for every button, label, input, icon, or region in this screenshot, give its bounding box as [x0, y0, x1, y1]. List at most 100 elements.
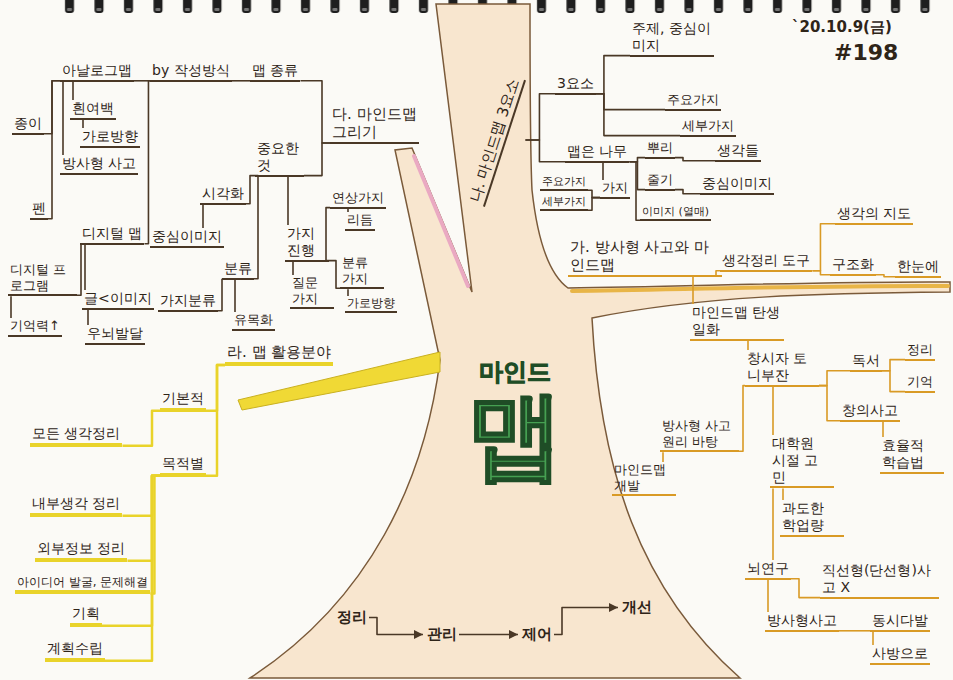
- mindmap-node: 아날로그맵: [60, 62, 134, 82]
- node-text: 펜: [32, 200, 46, 217]
- node-text: 주요가지: [542, 175, 586, 188]
- mindmap-node: 방사형 사고: [60, 155, 138, 175]
- branch-line: [326, 208, 330, 261]
- node-text: 외부정보 정리: [37, 540, 125, 557]
- node-text: 라. 맵 활용분야: [227, 343, 331, 361]
- node-text: 질문 가지: [292, 275, 332, 306]
- node-text: 주요가지: [667, 92, 719, 108]
- branch-line: [819, 371, 850, 386]
- branch-line: [882, 371, 905, 392]
- branch-line: [782, 488, 784, 500]
- mindmap-node: 디지털 프로그램: [8, 262, 77, 296]
- mindmap-node: 기본적: [160, 390, 206, 412]
- mindmap-node: 기억력↑: [8, 318, 62, 337]
- branch-line: [662, 452, 664, 462]
- root-arrow: [369, 618, 423, 635]
- branch-line: [588, 190, 600, 197]
- node-text: 계획수립: [47, 640, 103, 657]
- mindmap-node: 세부가지: [680, 118, 736, 137]
- node-text: 기억: [907, 374, 933, 390]
- branch-line: [882, 422, 884, 437]
- node-text: 기억력↑: [10, 318, 60, 334]
- branch-line: [134, 80, 150, 82]
- branch-line: [812, 271, 830, 275]
- branch-line: [812, 224, 835, 271]
- mindmap-node: 줄기: [645, 172, 675, 191]
- mindmap-node: 뿌리: [645, 140, 675, 159]
- node-text: 내부생각 정리: [32, 495, 120, 512]
- branch-line: [791, 579, 820, 598]
- mindmap-node: 주요가지: [540, 175, 588, 191]
- mindmap-node: 시각화: [200, 185, 246, 205]
- mindmap-node: 가로방향: [80, 128, 140, 148]
- node-text: 직선형(단선형)사고 X: [822, 562, 937, 596]
- node-text: 다. 마인드맵 그리기: [332, 105, 417, 141]
- node-text: 효율적 학습법: [882, 437, 942, 471]
- node-text: 구조화: [832, 256, 874, 273]
- branch-line: [144, 81, 150, 244]
- branch-line: [747, 341, 749, 350]
- branch-line: [872, 632, 874, 645]
- node-text: 과도한 학업량: [782, 500, 842, 534]
- node-text: 주제, 중심이미지: [632, 20, 712, 54]
- mindmap-node: 독서: [850, 352, 882, 372]
- mindmap-node: 생각의 지도: [835, 205, 913, 225]
- branch-line: [675, 158, 715, 161]
- branch-line: [525, 140, 565, 162]
- node-text: 마인드: [467, 358, 563, 387]
- mindmap-node: 중요한 것: [255, 140, 304, 177]
- branch-line: [77, 244, 81, 295]
- mindmap-node: 펜: [30, 200, 48, 220]
- node-text: 정리: [337, 608, 367, 626]
- branch-line: [206, 365, 225, 411]
- branch-line: [347, 289, 349, 296]
- root-word: 정리: [335, 608, 369, 627]
- node-text: 생각의 지도: [837, 205, 911, 222]
- node-text: 사방으로: [872, 645, 928, 662]
- branch-line: [300, 81, 330, 143]
- branch-line: [596, 94, 665, 110]
- mindmap-node: 구조화: [830, 256, 876, 276]
- node-text: 가지분류: [160, 292, 216, 309]
- mindmap-node: 중심이미지: [150, 228, 224, 248]
- mindmap-node: 한눈에: [895, 258, 941, 278]
- node-text: 맵 종류: [252, 62, 298, 79]
- branch-line: [588, 198, 600, 211]
- mindmap-node: 마인드맵 탄생일화: [690, 304, 784, 341]
- node-text: 가. 방사형 사고와 마인드맵: [570, 238, 720, 274]
- mindmap-node: 효율적 학습법: [880, 437, 944, 474]
- branch-line: [254, 176, 258, 279]
- node-text: 흰여백: [72, 100, 114, 117]
- page-number: #198: [834, 40, 898, 65]
- mindmap-node: 세부가지: [540, 195, 588, 211]
- branch-line: [246, 176, 255, 204]
- branch-highlight: [414, 156, 468, 286]
- branch-line: [292, 262, 294, 275]
- mindmap-node: 이미지 (열매): [640, 205, 711, 221]
- node-text: 제어: [522, 625, 552, 643]
- mindmap-node: 모든 생각정리: [30, 425, 122, 447]
- mindmap-node: 가지 진행: [285, 225, 329, 262]
- node-text: 세부가지: [542, 195, 586, 208]
- mindmap-node: 방사형 사고 원리 바탕: [660, 418, 739, 452]
- branch-line: [287, 177, 289, 225]
- root-word: 제어: [520, 625, 554, 644]
- branch-line: [10, 296, 12, 318]
- node-text: 가로방향: [82, 128, 138, 145]
- branch-line: [202, 205, 204, 228]
- mindmap-node: 과도한 학업량: [780, 500, 844, 537]
- mindmap-node: 가. 방사형 사고와 마인드맵: [568, 238, 722, 277]
- branch-line: [739, 386, 745, 452]
- node-text: 뇌연구: [747, 560, 789, 577]
- mindmap-node: 우뇌발달: [85, 325, 145, 345]
- node-text: 리듬: [347, 212, 373, 228]
- mindmap-node: 사방으로: [870, 645, 930, 665]
- branch-line: [596, 56, 630, 94]
- node-text: 가지: [602, 180, 628, 196]
- mindmap-node: by 작성방식: [150, 62, 232, 82]
- mindmap-node: 동시다발: [870, 612, 930, 632]
- branch-line: [839, 630, 870, 632]
- node-text: 동시다발: [872, 612, 928, 629]
- branch-line: [882, 360, 905, 371]
- node-text: 중심이미지: [702, 175, 772, 192]
